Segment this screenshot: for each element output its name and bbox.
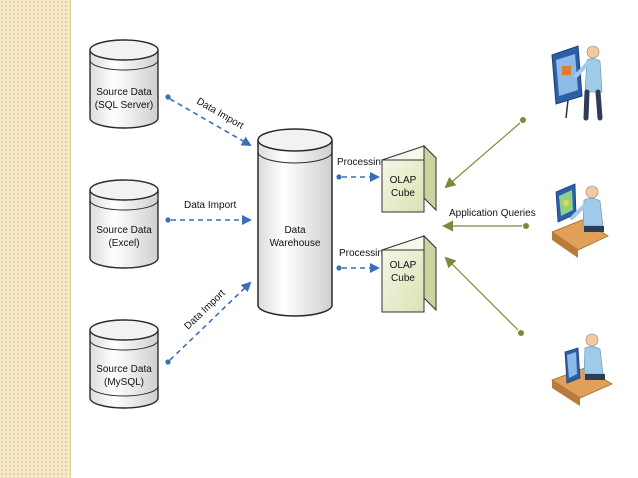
cube-label-line1: OLAP (390, 175, 417, 186)
source-label-line1: Source Data (96, 364, 152, 375)
source-label-line1: Source Data (96, 225, 152, 236)
presenter-icon (551, 45, 603, 121)
edge-import-bottom: Data Import (165, 281, 252, 365)
source-label-line2: (SQL Server) (95, 100, 154, 111)
warehouse-label-line2: Warehouse (270, 238, 321, 249)
edge-import-middle: Data Import (165, 200, 252, 225)
olap-cube-bottom: OLAP Cube (381, 234, 437, 313)
decorative-side-band (0, 0, 71, 478)
source-excel: Source Data (Excel) (89, 179, 159, 269)
cube-label-line2: Cube (391, 188, 415, 199)
edge-processing-top: Processing (336, 157, 386, 182)
edge-query-bottom (444, 256, 524, 336)
source-label-line2: (Excel) (108, 238, 139, 249)
cube-label-line1: OLAP (390, 260, 417, 271)
warehouse-label-line1: Data (284, 225, 306, 236)
source-label-line1: Source Data (96, 87, 152, 98)
edge-label: Data Import (195, 96, 246, 132)
edge-import-top: Data Import (165, 94, 252, 146)
edge-label: Processing (337, 157, 386, 168)
edge-query-top (444, 117, 526, 189)
edge-processing-bottom: Processing (336, 248, 388, 273)
edge-query-middle: Application Queries (442, 208, 536, 232)
data-warehouse: Data Warehouse (257, 128, 333, 317)
source-label-line2: (MySQL) (104, 377, 144, 388)
edge-label: Processing (339, 248, 388, 259)
edge-label: Application Queries (449, 208, 536, 219)
edge-label: Data Import (184, 200, 236, 211)
desk-user-icon (551, 183, 609, 258)
source-mysql: Source Data (MySQL) (89, 319, 159, 409)
olap-cube-top: OLAP Cube (381, 144, 437, 213)
computer-user-icon (551, 333, 613, 406)
cube-label-line2: Cube (391, 273, 415, 284)
source-sql-server: Source Data (SQL Server) (89, 39, 159, 129)
